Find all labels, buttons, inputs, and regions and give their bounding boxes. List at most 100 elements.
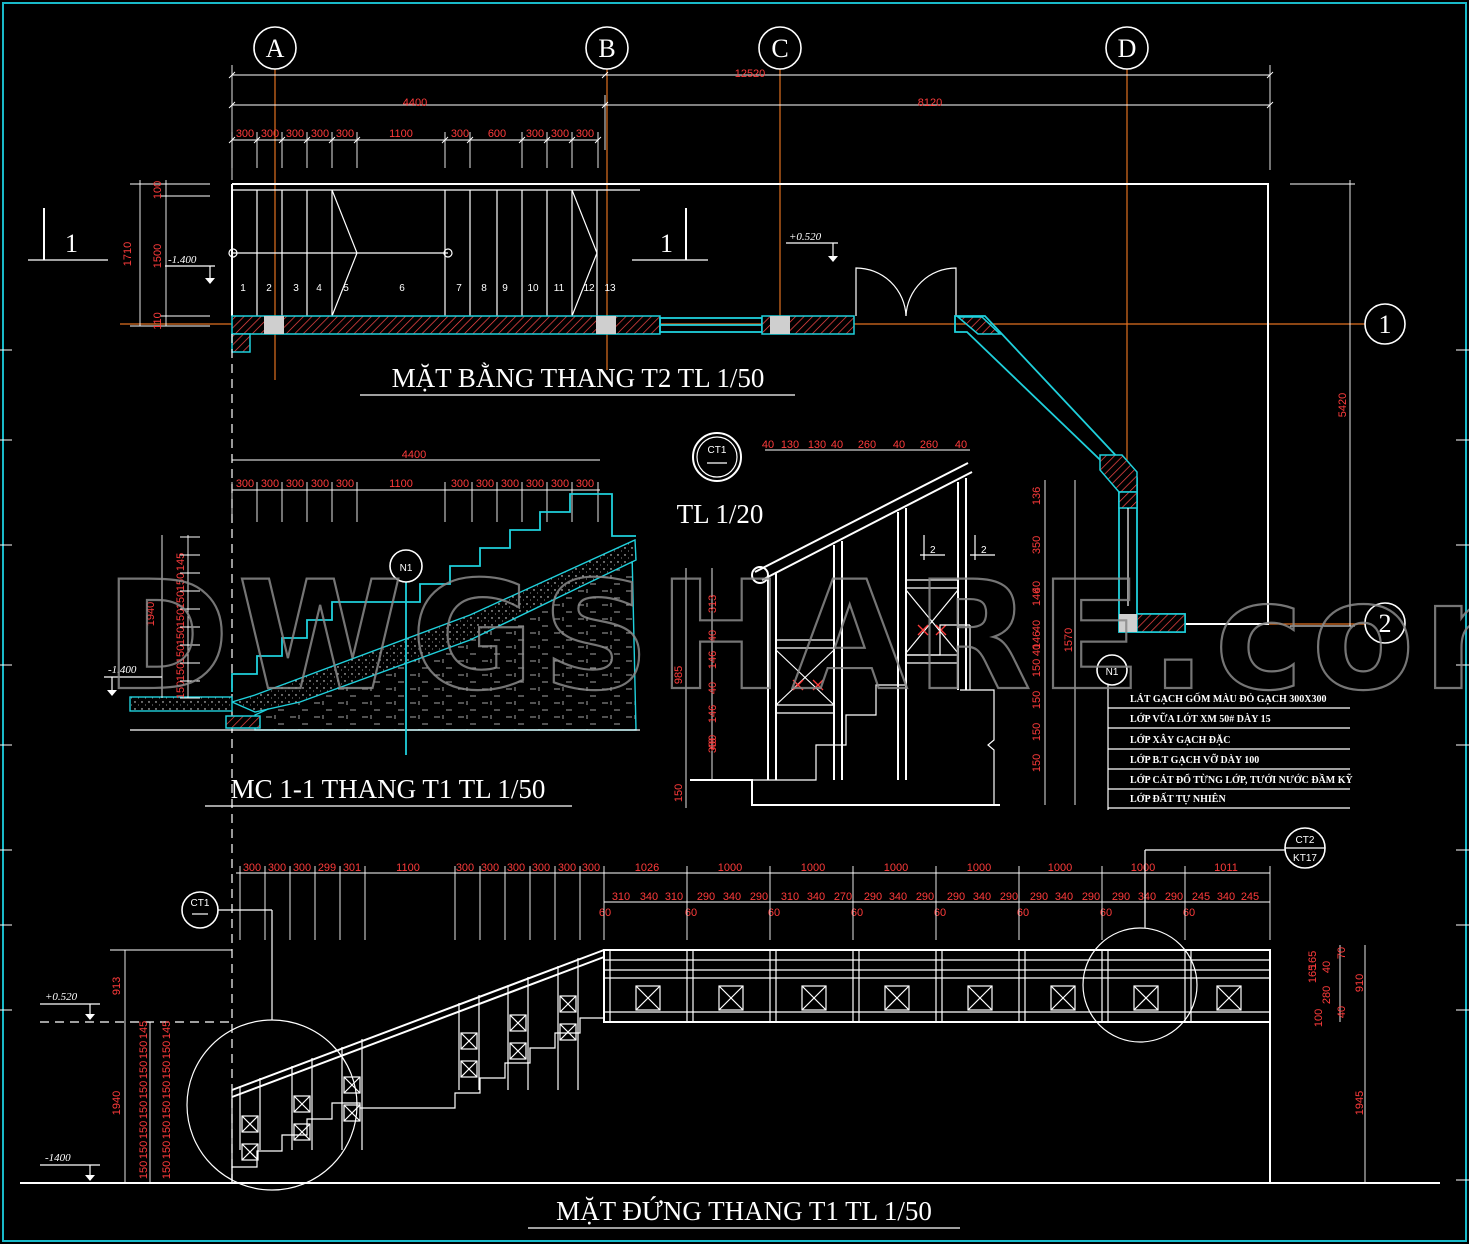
detail-left-dim: 40 xyxy=(707,630,719,642)
detail-left-dim: 313 xyxy=(707,595,719,613)
elev-left-riser-inner: 150 xyxy=(161,1081,173,1099)
section-step-dim: 300 xyxy=(451,478,469,490)
legend-item: LỚP XÂY GẠCH ĐẶC xyxy=(1130,733,1230,746)
detail-scale: TL 1/20 xyxy=(677,499,764,529)
grid-label-b: B xyxy=(598,34,615,63)
elev-bottom-dim: 290 xyxy=(697,891,715,903)
elev-bottom-dim: 290 xyxy=(750,891,768,903)
elev-bottom-dim: 340 xyxy=(723,891,741,903)
section-step-dim: 300 xyxy=(311,478,329,490)
elev-top-dim: 301 xyxy=(343,862,361,874)
elev-bottom-dim: 290 xyxy=(1000,891,1018,903)
elev-left-riser-inner: 150 xyxy=(161,1101,173,1119)
elev-extension-lines xyxy=(239,866,1271,940)
elevation-title: MẶT ĐỨNG THANG T1 TL 1/50 xyxy=(556,1196,932,1226)
detail-top-dim: 130 xyxy=(781,439,799,451)
elev-balusters xyxy=(239,958,579,1161)
step-number: 11 xyxy=(554,283,565,294)
section-step-dim: 300 xyxy=(261,478,279,490)
elev-handrail xyxy=(231,949,605,1091)
elev-dim-1945: 1945 xyxy=(1354,1091,1366,1115)
step-number: 6 xyxy=(399,283,405,294)
grid-bubble-two xyxy=(1364,602,1406,644)
column-c xyxy=(770,316,790,334)
elev-sixty-dim: 60 xyxy=(1100,907,1112,919)
level-plan-left: -1.400 xyxy=(168,254,197,266)
section-step-dim: 300 xyxy=(526,478,544,490)
section-step-profile xyxy=(231,493,636,692)
section-step-dim: 300 xyxy=(501,478,519,490)
elev-bottom-dim: 290 xyxy=(916,891,934,903)
section-mark-right: 1 xyxy=(632,208,708,261)
section-step-dim: 300 xyxy=(336,478,354,490)
elev-bottom-dim: 290 xyxy=(1112,891,1130,903)
dim-vert-1500: 1500 xyxy=(152,244,164,268)
elev-right-part: 100 xyxy=(1313,1009,1325,1027)
elev-top-dim: 1000 xyxy=(884,862,908,874)
elev-sixty-dim: 60 xyxy=(768,907,780,919)
railing-panel xyxy=(718,985,744,1011)
elev-bottom-dim: 310 xyxy=(665,891,683,903)
step-number: 7 xyxy=(456,283,462,294)
elev-bottom-dim: 290 xyxy=(864,891,882,903)
elev-sixty-dim: 60 xyxy=(1017,907,1029,919)
n1-callout-plan-label: N1 xyxy=(1106,667,1119,678)
plan-step-dim: 300 xyxy=(451,128,469,140)
grid-bubble-one xyxy=(1364,303,1406,345)
elev-right-part: 70 xyxy=(1336,947,1348,959)
elev-top-dim: 1000 xyxy=(801,862,825,874)
plan-double-door xyxy=(855,267,957,317)
elev-top-dim: 1000 xyxy=(967,862,991,874)
plan-step-dim: 300 xyxy=(551,128,569,140)
legend-item: LỚP B.T GẠCH VỠ DÀY 100 xyxy=(1130,754,1259,766)
elev-top-dim: 299 xyxy=(318,862,336,874)
section-title: MC 1-1 THANG T1 TL 1/50 xyxy=(231,774,546,804)
dim-vert-1710: 1710 xyxy=(122,242,134,266)
elev-right-part: 165 xyxy=(1307,951,1319,969)
elev-top-dim: 1011 xyxy=(1214,862,1238,874)
step-number: 3 xyxy=(293,283,299,294)
plan-step-dim: 600 xyxy=(488,128,506,140)
column-b xyxy=(596,316,616,334)
step-number: 10 xyxy=(527,283,539,294)
elev-top-dim: 300 xyxy=(293,862,311,874)
elev-left-risers: 1501501501501501501501451501501501501501… xyxy=(138,1021,173,1179)
n1-callout-section xyxy=(389,549,423,583)
elev-left-riser-inner: 150 xyxy=(161,1141,173,1159)
section-riser-dim: 150 xyxy=(175,591,187,609)
elev-left-riser: 150 xyxy=(138,1161,150,1179)
plan-title: MẶT BẰNG THANG T2 TL 1/50 xyxy=(392,362,765,393)
elev-baluster-panel xyxy=(241,1115,259,1133)
grid-label-one: 1 xyxy=(1379,310,1392,339)
detail-right-dim: 150 xyxy=(1031,691,1043,709)
plan-stair-treads xyxy=(232,189,598,317)
detail-dim-985: 985 xyxy=(673,666,685,684)
elev-right-part: 165 xyxy=(1307,965,1319,983)
section-riser-dim: 150 xyxy=(175,609,187,627)
step-number: 13 xyxy=(604,283,616,294)
section-riser-dim: 150 xyxy=(175,573,187,591)
legend-item: LÁT GẠCH GỐM MÀU ĐỎ GẠCH 300X300 xyxy=(1130,692,1326,705)
elev-left-riser: 150 xyxy=(138,1121,150,1139)
detail-posts xyxy=(767,478,967,780)
elev-dim-913: 913 xyxy=(111,977,123,995)
elev-bottom-dim: 270 xyxy=(834,891,852,903)
detail-top-dim: 40 xyxy=(893,439,905,451)
step-number: 2 xyxy=(266,283,272,294)
plan-landing-dim: 1100 xyxy=(389,128,413,140)
elev-bottom-dim: 340 xyxy=(1217,891,1235,903)
detail-top-dim: 40 xyxy=(955,439,967,451)
elev-right-part: 40 xyxy=(1321,961,1333,973)
ct1-elev-label: CT1 xyxy=(191,898,210,909)
section-ground-slab xyxy=(129,696,233,712)
